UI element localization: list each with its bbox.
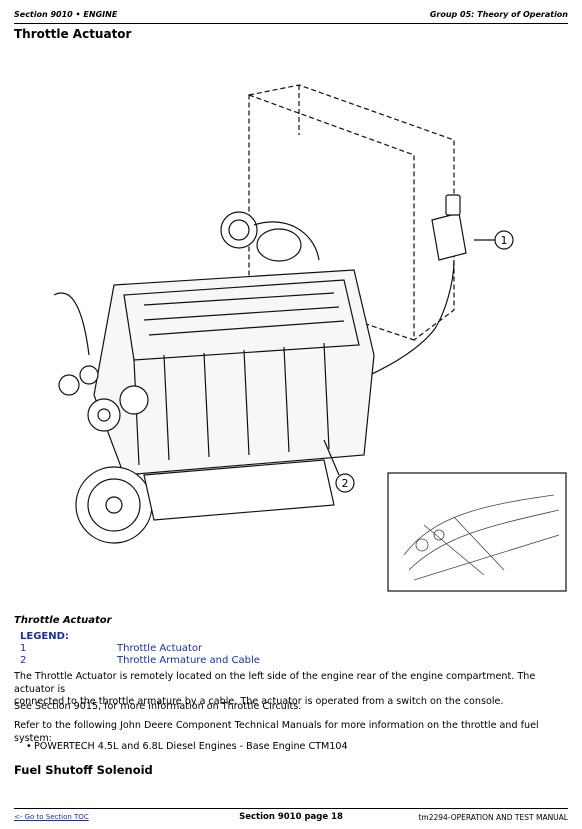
engine-illustration: 1 2 [53,84,567,592]
refer-paragraph: Refer to the following John Deere Compon… [14,720,539,744]
throttle-actuator-figure: 1 2 [14,55,570,610]
bullet-item: •POWERTECH 4.5L and 6.8L Diesel Engines … [26,741,348,752]
bullet-text: POWERTECH 4.5L and 6.8L Diesel Engines -… [34,741,348,752]
page-title: Throttle Actuator [14,27,132,41]
header-section: Section 9010 • ENGINE [14,10,118,19]
footer-manual-title: tm2294-OPERATION AND TEST MANUAL [418,813,568,822]
see-section-paragraph: See Section 9015, for more information o… [14,701,302,712]
description-paragraph: The Throttle Actuator is remotely locate… [14,671,570,709]
legend-label: Throttle Actuator [117,643,203,654]
callout-1: 1 [501,234,508,247]
legend-label: Throttle Armature and Cable [117,655,260,666]
page-footer: <- Go to Section TOC Section 9010 page 1… [14,808,568,823]
bullet-icon: • [26,741,32,752]
location-inset [387,472,567,592]
legend-title: LEGEND: [20,631,69,642]
legend-row: 1 Throttle Actuator [20,643,202,655]
description-line-1: The Throttle Actuator is remotely locate… [14,671,536,695]
header-group: Group 05: Theory of Operation [429,10,568,19]
next-section-heading: Fuel Shutoff Solenoid [14,763,153,777]
figure-caption: Throttle Actuator [14,615,112,626]
legend: LEGEND: 1 Throttle Actuator 2 Throttle A… [20,631,260,667]
legend-number: 1 [20,643,27,654]
legend-number: 2 [20,655,27,666]
description-line-2: connected to the throttle armature by a … [14,696,504,707]
section-toc-link[interactable]: <- Go to Section TOC [14,813,89,821]
callout-2: 2 [342,477,349,490]
legend-row: 2 Throttle Armature and Cable [20,655,260,667]
page-header: Section 9010 • ENGINE Group 05: Theory o… [14,9,568,24]
footer-page-number: Section 9010 page 18 [239,812,343,822]
